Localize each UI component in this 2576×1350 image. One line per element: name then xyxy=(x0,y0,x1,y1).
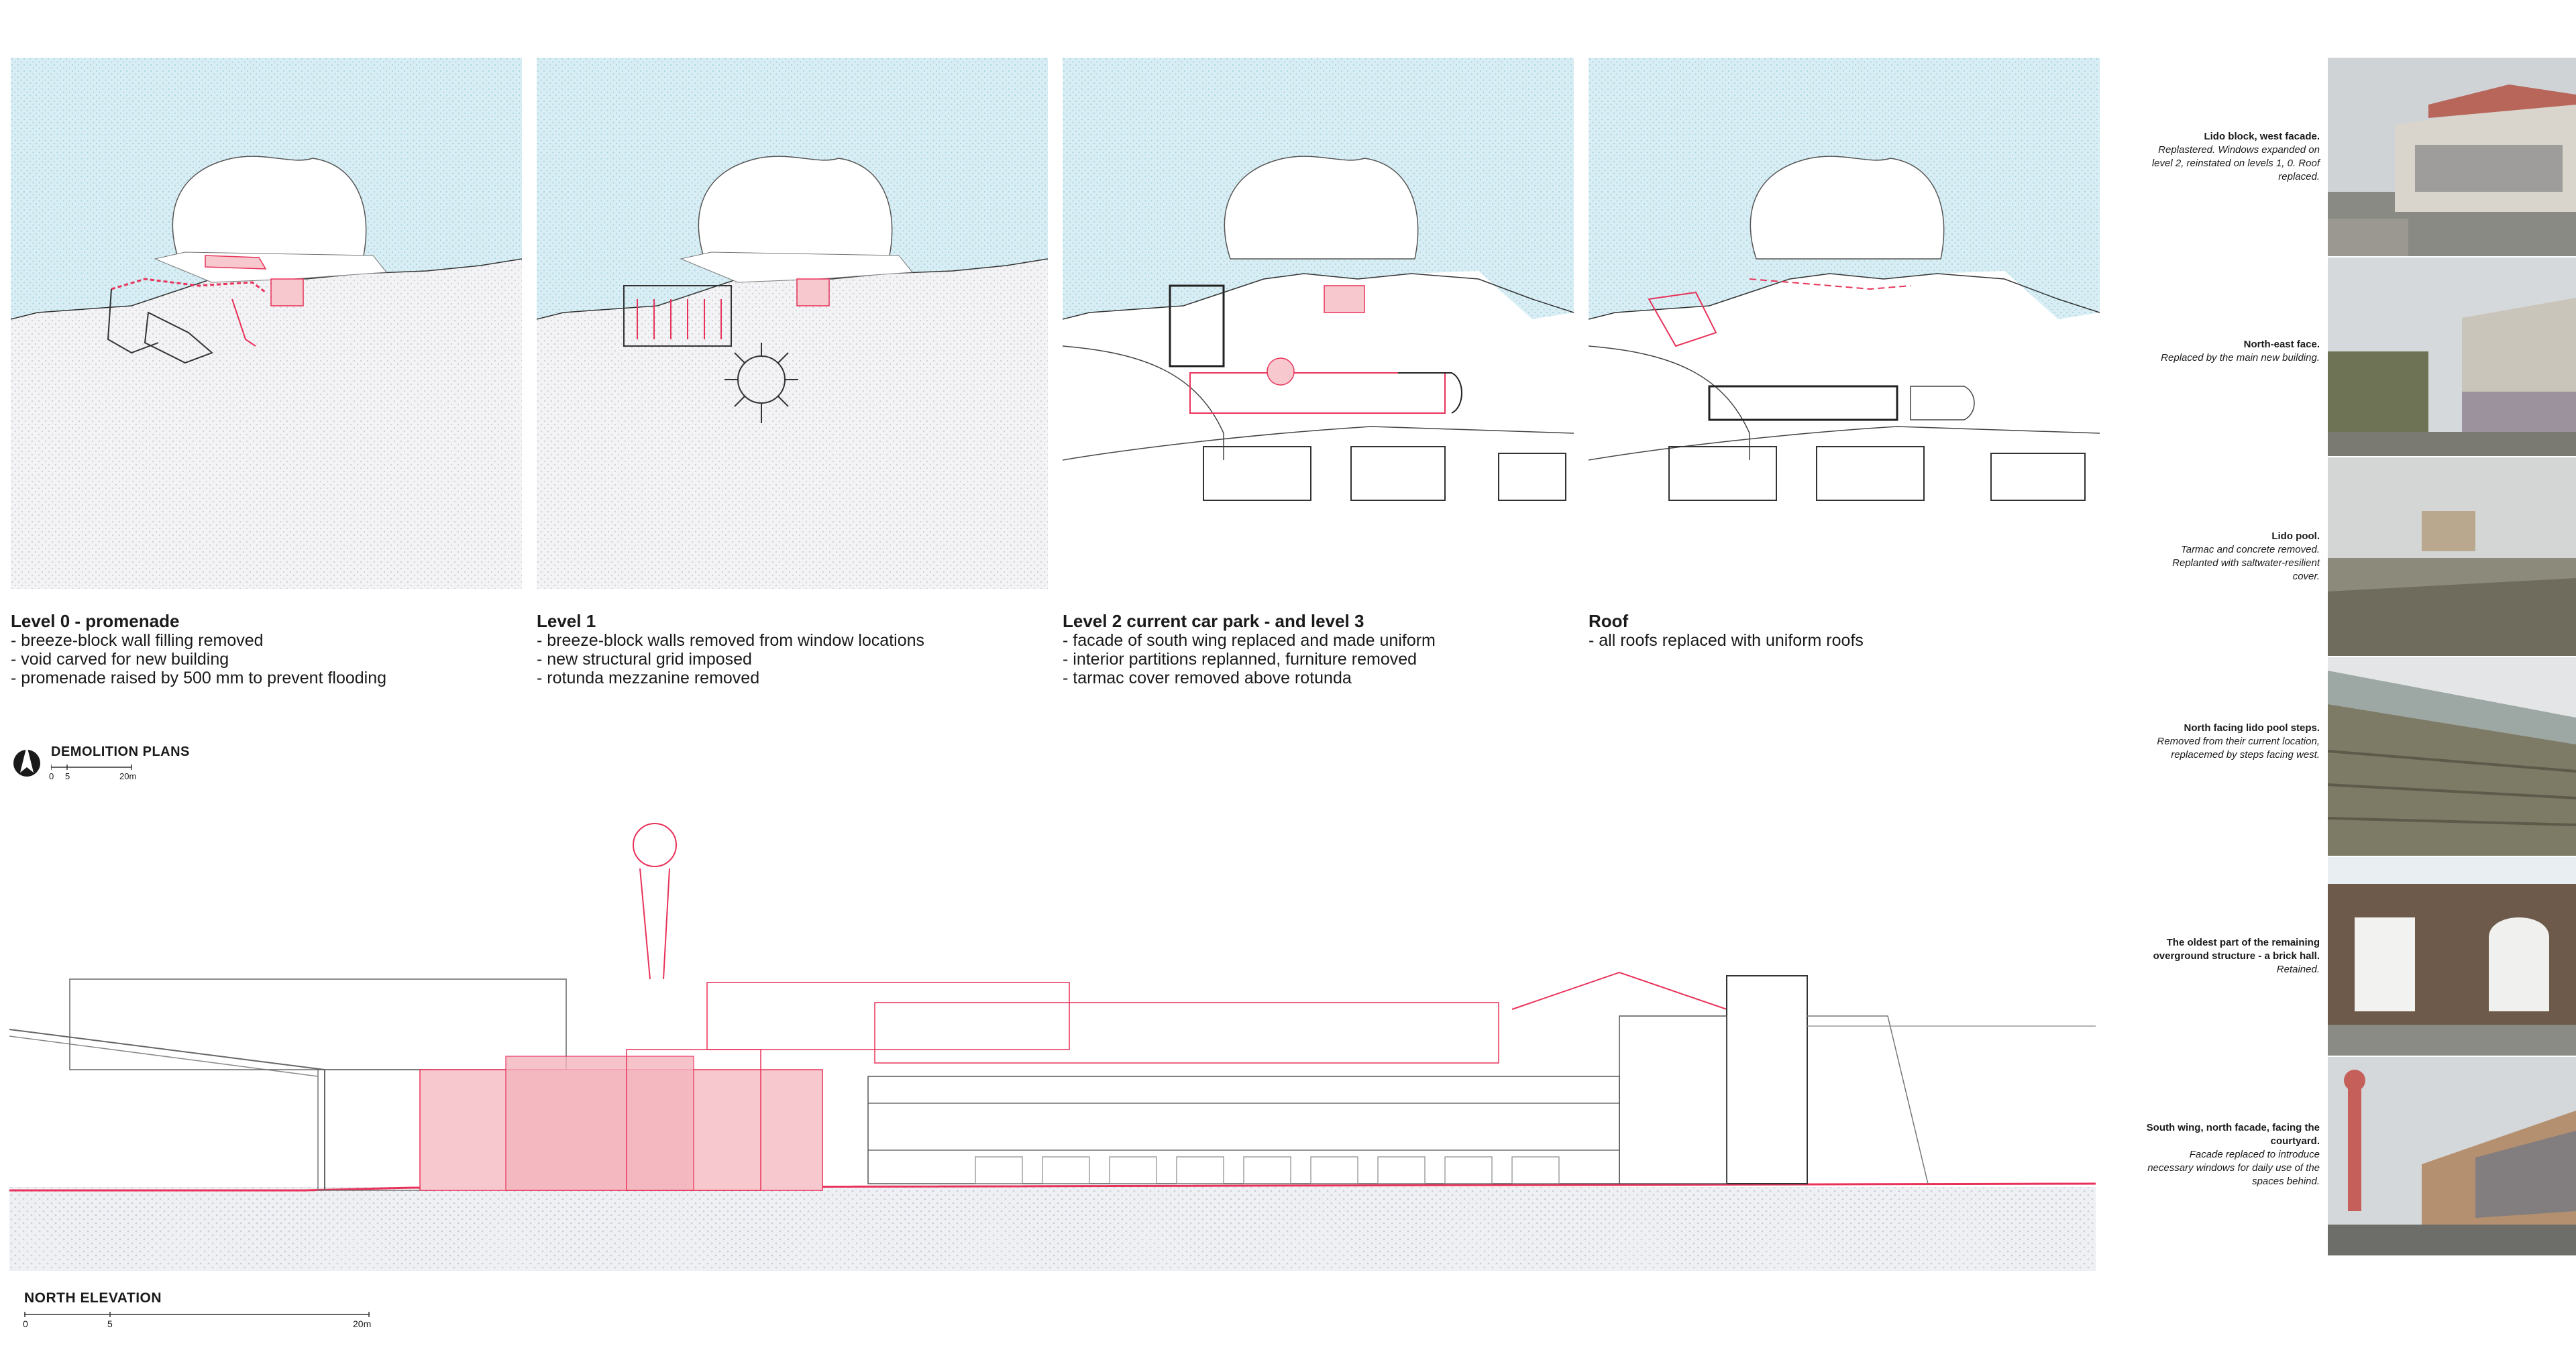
photo-description: Retained. xyxy=(2276,964,2320,975)
north-elevation-svg xyxy=(9,823,2096,1271)
photo-north-east-face xyxy=(2328,258,2576,456)
north-elevation-title: NORTH ELEVATION xyxy=(24,1290,162,1306)
north-arrow-icon xyxy=(13,746,40,777)
photo-description: Facade replaced to introduce necessary w… xyxy=(2147,1149,2320,1187)
demolition-legend-title: DEMOLITION PLANS xyxy=(51,744,190,759)
photo-south-wing-north-facade xyxy=(2328,1057,2576,1255)
scale-label: 20m xyxy=(353,1318,372,1329)
photo-lido-pool-steps xyxy=(2328,657,2576,856)
plan-level-0 xyxy=(11,58,522,589)
photo-title: Lido block, west facade. xyxy=(2204,131,2320,142)
photo-title: North facing lido pool steps. xyxy=(2184,722,2320,734)
scale-label: 5 xyxy=(107,1318,113,1329)
scale-label: 0 xyxy=(49,771,54,781)
scale-label: 5 xyxy=(65,771,70,781)
scale-bar-line xyxy=(51,765,132,770)
plan-level-0-drawing xyxy=(11,58,522,589)
plan-title: Level 2 current car park - and level 3 xyxy=(1063,611,1364,631)
plan-note: - facade of south wing replaced and made… xyxy=(1063,631,1436,650)
plan-title: Level 1 xyxy=(537,611,596,631)
plan-note: - new structural grid imposed xyxy=(537,650,752,669)
photo-entry-lido-steps: North facing lido pool steps. Removed fr… xyxy=(2157,657,2576,856)
elevation-scale-bar: 0 5 20m xyxy=(23,1312,373,1331)
photo-column: Lido block, west facade. Replastered. Wi… xyxy=(2147,58,2576,1269)
plan-level-1 xyxy=(537,58,1048,589)
photo-caption: Lido block, west facade. Replastered. Wi… xyxy=(2145,130,2320,184)
photo-entry-brick-hall: The oldest part of the remaining overgro… xyxy=(2153,857,2576,1056)
photo-caption: South wing, north facade, facing the cou… xyxy=(2145,1121,2320,1188)
photo-caption: The oldest part of the remaining overgro… xyxy=(2145,936,2320,976)
plan-level-1-drawing xyxy=(537,58,1048,589)
north-elevation-legend: NORTH ELEVATION 0 5 20m xyxy=(23,1290,400,1331)
photo-description: Tarmac and concrete removed. Replanted w… xyxy=(2172,544,2320,582)
photo-description: Replastered. Windows expanded on level 2… xyxy=(2151,144,2320,182)
plan-note: - all roofs replaced with uniform roofs xyxy=(1589,631,1864,650)
plan-title: Roof xyxy=(1589,611,1629,631)
plan-level-2-3-drawing xyxy=(1063,58,1574,589)
photo-brick-hall xyxy=(2328,857,2576,1056)
photo-title: The oldest part of the remaining overgro… xyxy=(2153,937,2320,962)
plan-note: - rotunda mezzanine removed xyxy=(537,669,760,687)
photo-title: Lido pool. xyxy=(2271,530,2320,542)
scale-label: 20m xyxy=(119,771,137,781)
plan-caption-level-1: Level 1 - breeze-block walls removed fro… xyxy=(537,612,1033,687)
photo-lido-pool xyxy=(2328,457,2576,656)
plan-note: - breeze-block walls removed from window… xyxy=(537,631,925,650)
north-elevation-drawing xyxy=(9,815,2096,1271)
plan-caption-level-0: Level 0 - promenade - breeze-block wall … xyxy=(11,612,507,687)
photo-title: North-east face. xyxy=(2243,339,2320,350)
photo-caption: North-east face. Replaced by the main ne… xyxy=(2145,338,2320,365)
photo-entry-north-east: North-east face. Replaced by the main ne… xyxy=(2161,258,2576,456)
photo-description: Removed from their current location, rep… xyxy=(2157,736,2320,761)
plan-note: - interior partitions replanned, furnitu… xyxy=(1063,650,1417,669)
photo-caption: North facing lido pool steps. Removed fr… xyxy=(2145,722,2320,762)
plan-roof-drawing xyxy=(1589,58,2100,589)
photo-lido-west-facade xyxy=(2328,58,2576,256)
photo-caption: Lido pool. Tarmac and concrete removed. … xyxy=(2145,530,2320,583)
plan-note: - promenade raised by 500 mm to prevent … xyxy=(11,669,387,687)
plan-note: - tarmac cover removed above rotunda xyxy=(1063,669,1352,687)
scale-label: 0 xyxy=(23,1318,28,1329)
demolition-legend: DEMOLITION PLANS 0 5 20m xyxy=(12,743,254,783)
scale-bar-line xyxy=(24,1312,370,1317)
plan-note: - void carved for new building xyxy=(11,650,229,669)
photo-entry-lido-west: Lido block, west facade. Replastered. Wi… xyxy=(2152,58,2576,256)
plan-level-2-3 xyxy=(1063,58,1574,589)
photo-title: South wing, north facade, facing the cou… xyxy=(2146,1122,2320,1147)
plan-caption-roof: Roof - all roofs replaced with uniform r… xyxy=(1589,612,2085,650)
photo-entry-south-wing: South wing, north facade, facing the cou… xyxy=(2147,1057,2576,1255)
plan-title: Level 0 - promenade xyxy=(11,611,180,631)
plan-note: - breeze-block wall filling removed xyxy=(11,631,264,650)
photo-description: Replaced by the main new building. xyxy=(2161,352,2320,363)
plan-roof xyxy=(1589,58,2100,589)
plan-caption-level-2-3: Level 2 current car park - and level 3 -… xyxy=(1063,612,1559,687)
photo-entry-lido-pool: Lido pool. Tarmac and concrete removed. … xyxy=(2172,457,2576,656)
demolition-scale-bar: 0 5 20m xyxy=(49,765,185,783)
